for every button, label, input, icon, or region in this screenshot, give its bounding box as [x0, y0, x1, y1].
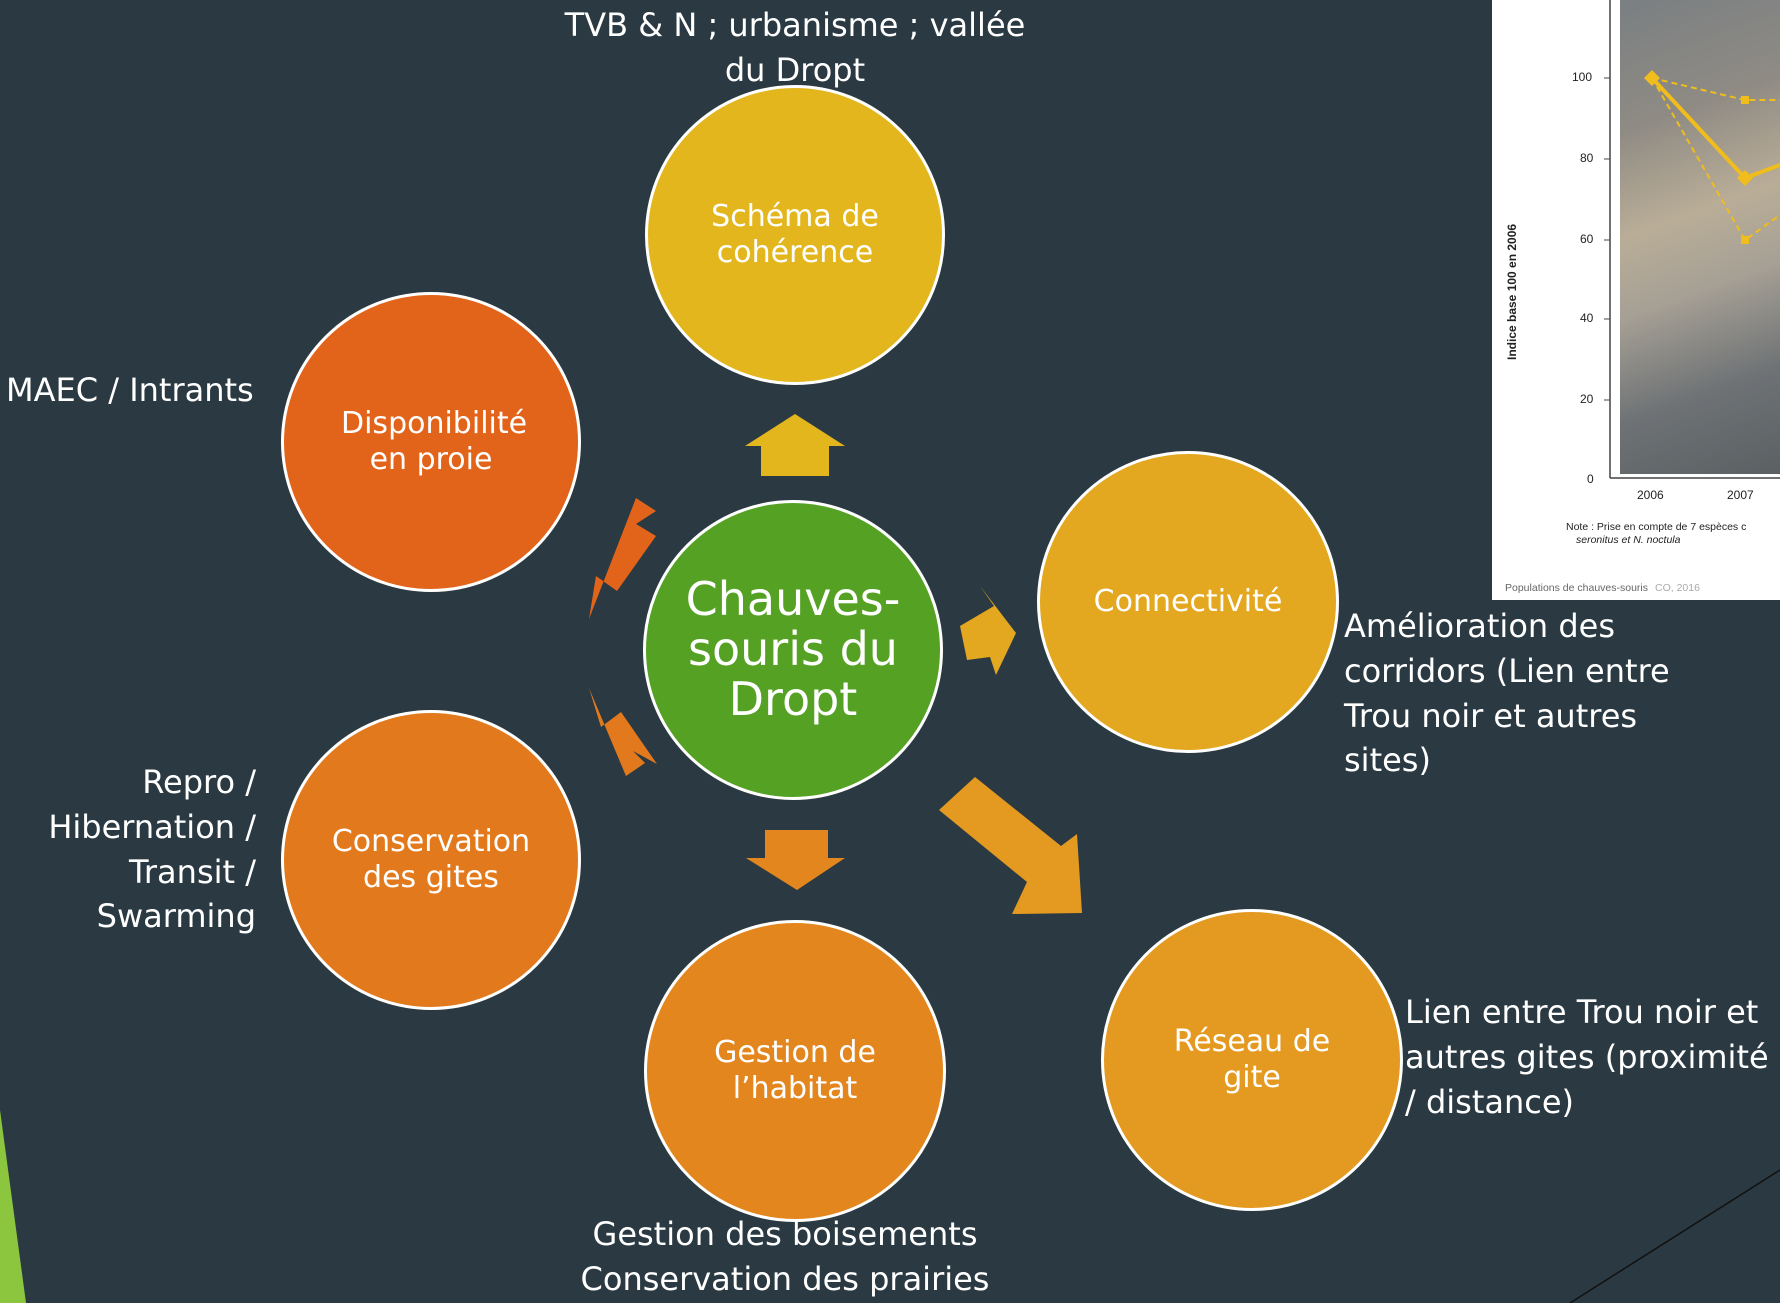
- note-gestion: Gestion des boisements Conservation des …: [580, 1215, 990, 1298]
- node-gestion-label: Gestion de l’habitat: [714, 1035, 876, 1106]
- y-tick: 40: [1580, 311, 1594, 325]
- y-tick: 80: [1580, 151, 1594, 165]
- arrow-down-left: [589, 688, 657, 776]
- note-connectivite: Amélioration des corridors (Lien entre T…: [1344, 607, 1670, 780]
- inset-chart: [1492, 0, 1780, 600]
- note-conservation: Repro / Hibernation / Transit / Swarming: [48, 763, 256, 936]
- node-disponibilite: Disponibilité en proie: [281, 292, 581, 592]
- y-tick: 0: [1587, 472, 1594, 486]
- corner-line: [1569, 1169, 1780, 1303]
- node-conservation-label: Conservation des gites: [331, 824, 531, 895]
- arrow-down: [746, 830, 845, 890]
- node-schema-label: Schéma de cohérence: [711, 199, 879, 270]
- arrow-up: [745, 414, 845, 476]
- chart-note: Note : Prise en compte de 7 espèces c: [1566, 521, 1747, 533]
- chart-note-species: seronitus et N. noctula: [1576, 534, 1681, 546]
- node-reseau-label: Réseau de gite: [1173, 1024, 1331, 1095]
- note-schema: TVB & N ; urbanisme ; vallée du Dropt: [564, 6, 1026, 89]
- node-connectivite-label: Connectivité: [1093, 584, 1283, 619]
- node-connectivite: Connectivité: [1037, 451, 1339, 753]
- chart-source: Populations de chauves-souris: [1505, 582, 1649, 594]
- x-tick: 2006: [1637, 488, 1664, 502]
- y-tick: 100: [1572, 70, 1593, 84]
- node-reseau: Réseau de gite: [1101, 909, 1403, 1211]
- node-disponibilite-label: Disponibilité en proie: [341, 406, 528, 477]
- chart-source-tail: CO, 2016: [1655, 582, 1700, 594]
- inset-chart-lines: [1604, 0, 1780, 479]
- note-reseau: Lien entre Trou noir et autres gites (pr…: [1405, 993, 1769, 1121]
- note-disponibilite: MAEC / Intrants: [6, 371, 254, 409]
- x-tick: 2007: [1727, 488, 1754, 502]
- node-center-label: Chauves-souris du Dropt: [685, 572, 901, 726]
- y-tick: 20: [1580, 392, 1594, 406]
- arrow-right: [960, 586, 1016, 675]
- node-center: Chauves-souris du Dropt: [643, 500, 943, 800]
- node-gestion: Gestion de l’habitat: [644, 920, 946, 1222]
- node-schema: Schéma de cohérence: [645, 85, 945, 385]
- green-accent: [0, 1110, 26, 1303]
- y-tick: 60: [1580, 232, 1594, 246]
- node-conservation: Conservation des gites: [281, 710, 581, 1010]
- arrow-down-right: [939, 777, 1082, 914]
- arrow-up-left: [589, 498, 656, 619]
